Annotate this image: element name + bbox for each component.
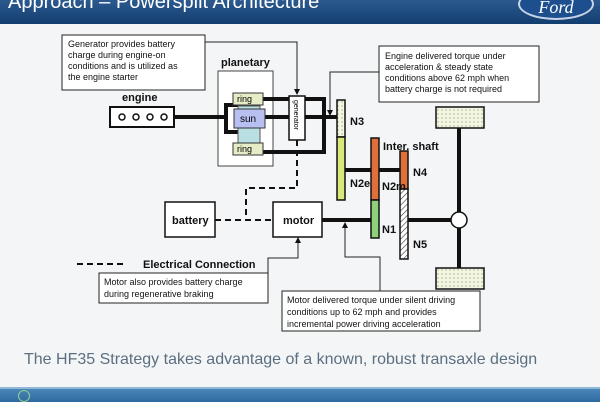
electrical-connections <box>77 140 298 265</box>
engine-callout: Engine delivered torque under accelerati… <box>327 45 540 116</box>
slide-title: Approach – Powersplit Architecture <box>8 0 320 13</box>
ring-gear-top <box>232 92 264 106</box>
diagram-callouts-motor_regen-1: during regenerative braking <box>104 289 214 299</box>
diagram-callouts-generator-0: Generator provides battery <box>68 39 176 49</box>
ford-logo: Ford <box>518 0 594 20</box>
diagram-callouts-engine-2: conditions above 62 mph when <box>385 73 509 83</box>
legend-electrical: Electrical Connection <box>143 259 256 271</box>
diagram-callouts-generator-2: conditions and is utilized as <box>68 61 178 71</box>
ring-gear-bottom <box>232 142 264 156</box>
diagram-labels-n4: N4 <box>413 167 428 179</box>
diagram-labels-n3: N3 <box>350 116 364 128</box>
motor-box <box>272 201 323 238</box>
shafts <box>174 97 461 268</box>
diagram-callouts-engine-1: acceleration & steady state <box>385 62 493 72</box>
diagram-labels-sun: sun <box>240 114 256 125</box>
generator-label: generator <box>292 100 299 131</box>
battery-box <box>164 201 216 238</box>
diagram-labels-n1: N1 <box>382 224 396 236</box>
diagram-labels-ring_bottom: ring <box>237 144 252 154</box>
wheel-top <box>435 106 485 129</box>
differential <box>450 211 468 229</box>
diagram-labels-n2m: N2m <box>382 181 406 193</box>
pinion-bottom <box>237 125 261 146</box>
diagram-labels-n2e: N2e <box>350 178 370 190</box>
strategy-statement: The HF35 Strategy takes advantage of a k… <box>24 351 538 368</box>
diagram-callouts-engine-3: battery charge is not required <box>385 84 502 94</box>
diagram-labels-n5: N5 <box>413 239 427 251</box>
slide-header: Approach – Powersplit Architecture Ford <box>0 0 600 24</box>
gear-n2m <box>370 137 380 201</box>
gear-n3 <box>336 99 346 138</box>
gear-n5 <box>399 188 409 260</box>
planetary-label: planetary <box>221 57 271 69</box>
sun-gear <box>233 108 266 129</box>
engine-label: engine <box>122 92 157 104</box>
diagram-labels-battery: battery <box>172 215 210 227</box>
diagram-labels-inter_shaft: Inter. shaft <box>383 141 439 153</box>
motor-regen-callout: Motor also provides battery charge durin… <box>98 237 301 304</box>
diagram-callouts-motor_regen-0: Motor also provides battery charge <box>104 277 243 287</box>
diagram-callouts-motor_torque-1: conditions up to 62 mph and provides <box>287 307 437 317</box>
diagram-labels-ring_top: ring <box>237 94 252 104</box>
engine-block <box>109 106 175 128</box>
footer-logo-icon <box>18 390 30 402</box>
wheel-bottom <box>435 267 485 290</box>
diagram-callouts-engine-0: Engine delivered torque under <box>385 51 506 61</box>
gear-n1 <box>370 199 380 239</box>
generator-callout: Generator provides battery charge during… <box>61 34 300 95</box>
motor-torque-callout: Motor delivered torque under silent driv… <box>281 222 481 332</box>
diagram-callouts-generator-1: charge during engine-on <box>68 50 166 60</box>
diagram-callouts-generator-3: the engine starter <box>68 72 138 82</box>
gear-n2e <box>336 136 346 201</box>
diagram-callouts-motor_torque-2: incremental power driving acceleration <box>287 319 441 329</box>
diagram-labels-motor: motor <box>283 215 315 227</box>
diagram-callouts-motor_torque-0: Motor delivered torque under silent driv… <box>287 295 455 305</box>
